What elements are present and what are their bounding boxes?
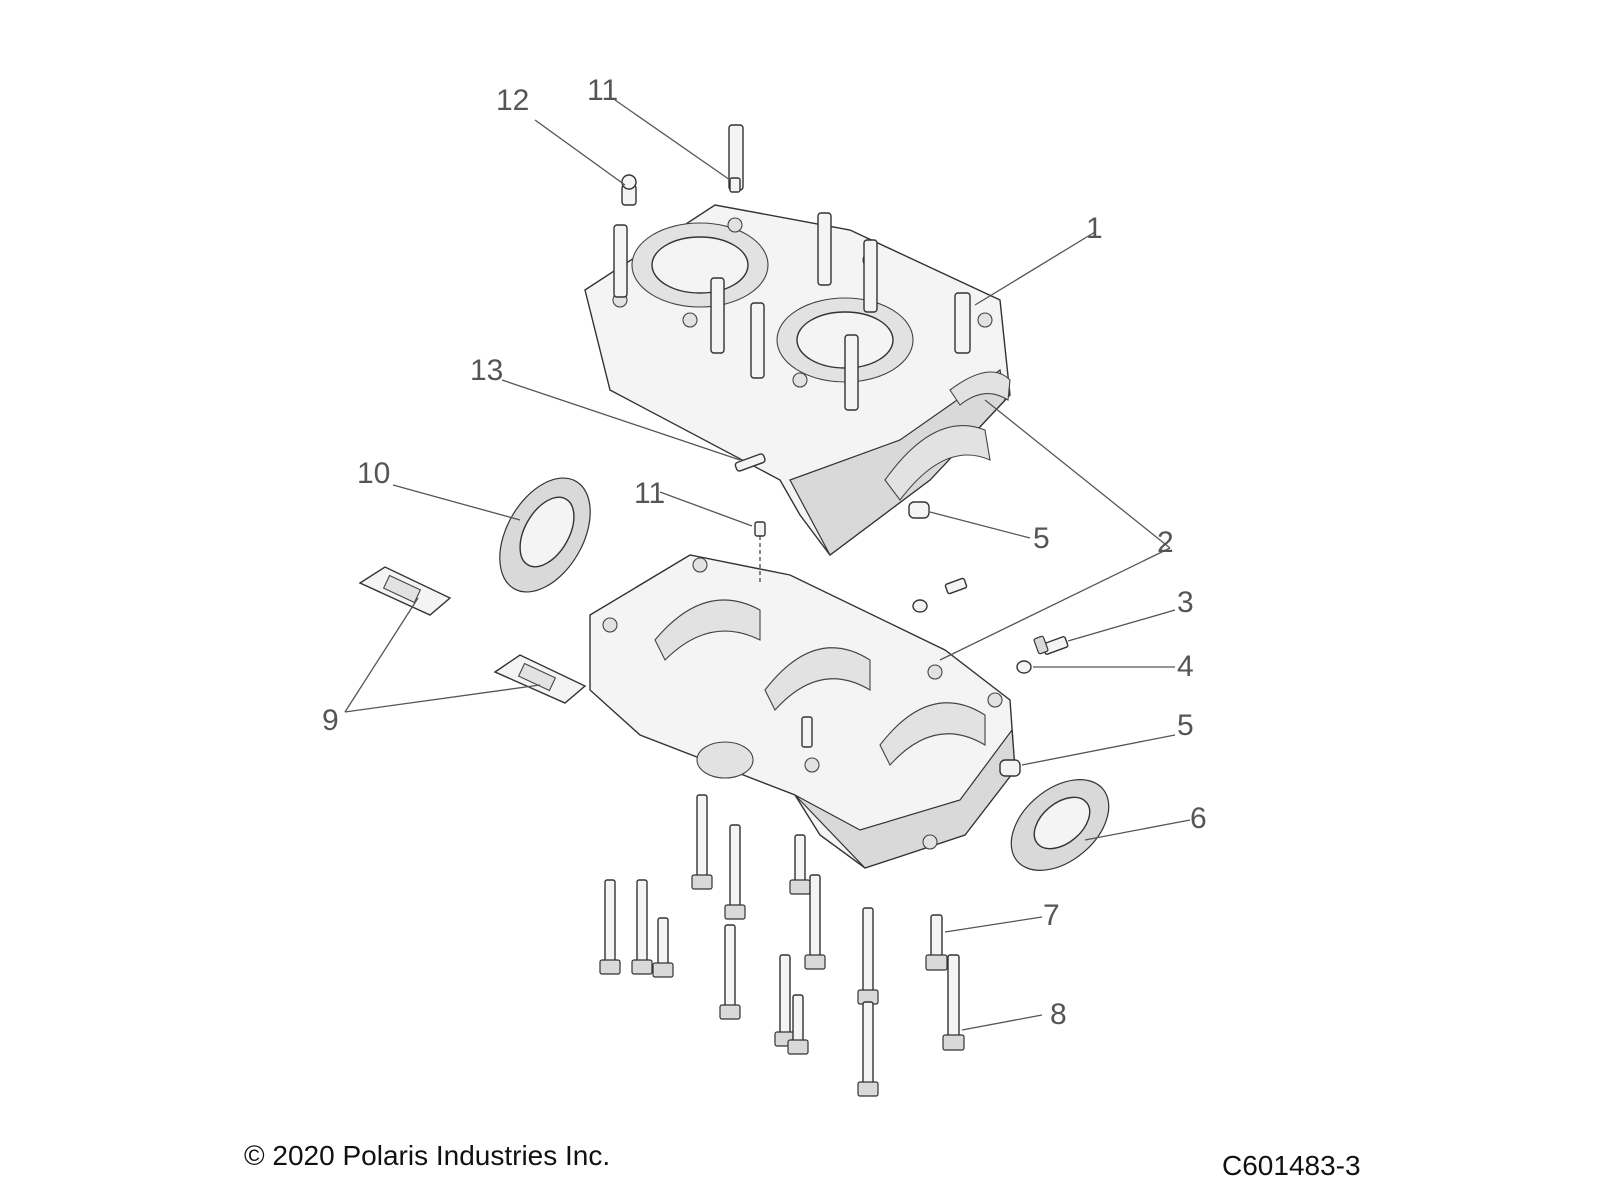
leader-lines: [344, 99, 1191, 1031]
seal-10: [499, 477, 591, 593]
dowel-11-mid: [754, 521, 766, 537]
fitting-12: [621, 174, 637, 206]
callout-labels: 1 2 3 4 5 5 6 7 8 9 10 11 11 12 13: [322, 74, 1207, 1031]
callout-3: 3: [1177, 586, 1194, 619]
callout-13: 13: [470, 354, 503, 387]
callout-7: 7: [1043, 899, 1060, 932]
seal-6: [1010, 779, 1110, 871]
callout-8: 8: [1050, 998, 1067, 1031]
bushing-5-lower: [999, 759, 1021, 777]
cylinder-studs: [613, 124, 971, 411]
washer-4: [1016, 660, 1032, 674]
callout-12: 12: [496, 84, 529, 117]
callout-9: 9: [322, 704, 339, 737]
reed-plate-9-b: [493, 654, 587, 704]
copyright-notice: © 2020 Polaris Industries Inc.: [244, 1140, 611, 1171]
callout-1: 1: [1086, 212, 1103, 245]
bolt-3: [1033, 635, 1069, 655]
diagram-part-code: C601483-3: [1222, 1150, 1361, 1181]
callout-4: 4: [1177, 650, 1194, 683]
callout-11-top: 11: [587, 74, 618, 107]
crankcase-bolts: [599, 794, 965, 1097]
lower-crankcase: [589, 554, 1016, 869]
callout-2: 2: [1157, 526, 1174, 559]
washer-4-upper: [912, 599, 928, 613]
reed-plate-9-a: [358, 566, 452, 616]
callout-10: 10: [357, 457, 390, 490]
callout-5-lower: 5: [1177, 709, 1194, 742]
pin-13: [734, 453, 766, 472]
bolt-3-upper: [944, 577, 968, 595]
callout-6: 6: [1190, 802, 1207, 835]
callout-5-upper: 5: [1033, 522, 1050, 555]
dowel-11-top: [729, 177, 741, 193]
callout-11-mid: 11: [634, 477, 665, 510]
bushing-5-upper: [908, 501, 930, 519]
